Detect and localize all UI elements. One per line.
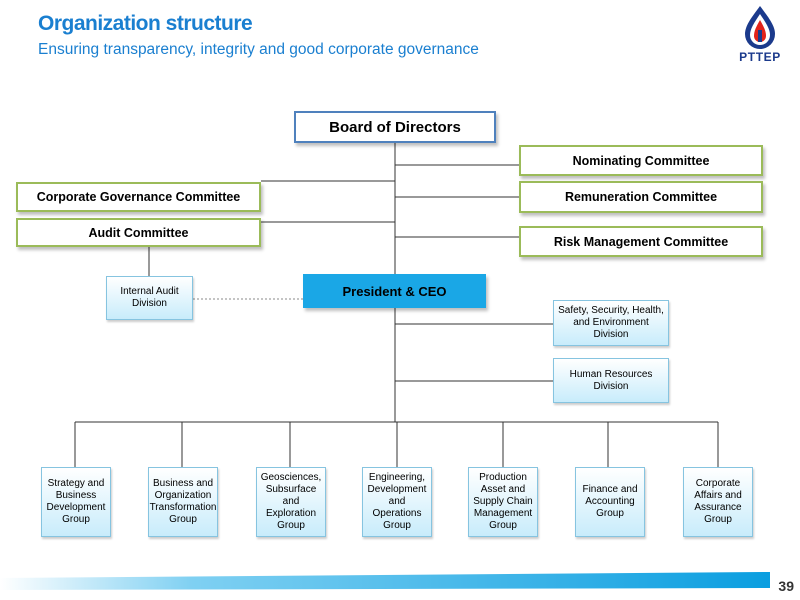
group-box: Geosciences, Subsurface and Exploration … xyxy=(256,467,326,537)
president-ceo-box: President & CEO xyxy=(303,274,486,308)
page-number: 39 xyxy=(778,578,794,594)
group-box: Finance and Accounting Group xyxy=(575,467,645,537)
group-box: Strategy and Business Development Group xyxy=(41,467,111,537)
group-box: Production Asset and Supply Chain Manage… xyxy=(468,467,538,537)
footer-swoosh xyxy=(0,572,770,590)
nominating-committee-box: Nominating Committee xyxy=(519,145,763,176)
group-box: Engineering, Development and Operations … xyxy=(362,467,432,537)
internal-audit-division-box: Internal Audit Division xyxy=(106,276,193,320)
board-of-directors-box: Board of Directors xyxy=(294,111,496,143)
logo-text: PTTEP xyxy=(739,50,781,64)
pttep-logo-icon xyxy=(745,6,775,49)
audit-committee-box: Audit Committee xyxy=(16,218,261,247)
group-box: Corporate Affairs and Assurance Group xyxy=(683,467,753,537)
corporate-governance-committee-box: Corporate Governance Committee xyxy=(16,182,261,212)
risk-management-committee-box: Risk Management Committee xyxy=(519,226,763,257)
human-resources-division-box: Human Resources Division xyxy=(553,358,669,403)
sshe-division-box: Safety, Security, Health, and Environmen… xyxy=(553,300,669,346)
remuneration-committee-box: Remuneration Committee xyxy=(519,181,763,213)
company-logo: PTTEP xyxy=(727,4,793,68)
page-subtitle: Ensuring transparency, integrity and goo… xyxy=(38,41,479,58)
page-title: Organization structure xyxy=(38,12,253,35)
group-box: Business and Organization Transformation… xyxy=(148,467,218,537)
